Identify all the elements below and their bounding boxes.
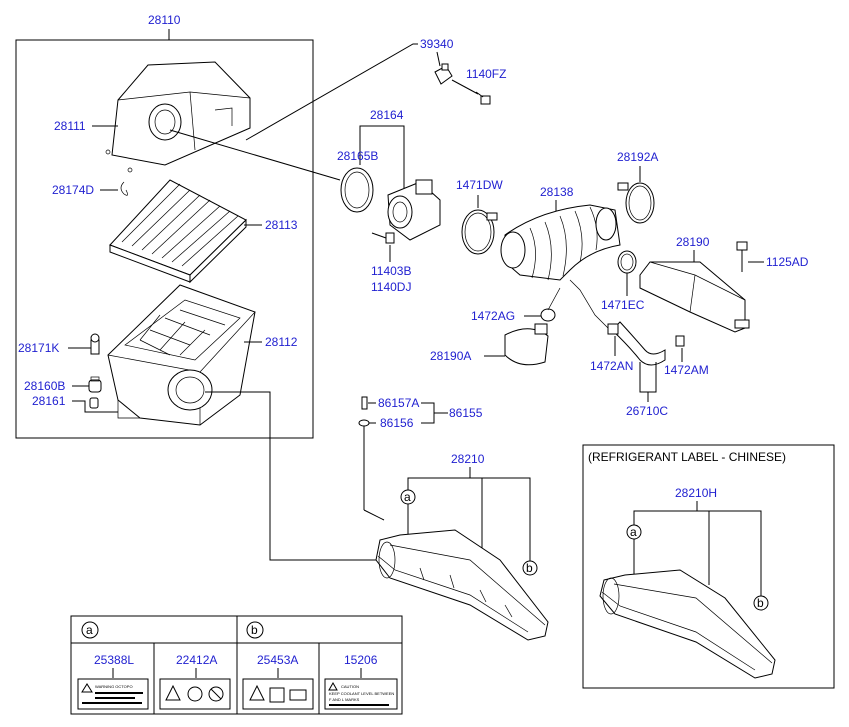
fastener-86157A[interactable] (361, 396, 368, 410)
table-callout-a: a (81, 621, 99, 639)
svg-text:KEEP COOLANT LEVEL BETWEEN: KEEP COOLANT LEVEL BETWEEN (329, 691, 394, 696)
part-label-1472AN[interactable]: 1472AN (590, 359, 633, 373)
hose-clamp-1471DW[interactable] (461, 209, 498, 255)
callout-b-duct: b (522, 560, 538, 576)
part-label-28190A[interactable]: 28190A (430, 349, 471, 363)
warning-label-25453A[interactable] (242, 678, 314, 710)
air-duct-28210[interactable] (375, 529, 549, 641)
svg-text:CAUTION: CAUTION (341, 684, 359, 689)
screw-11403B[interactable] (371, 232, 395, 244)
air-cleaner-assembly-group: 28110 28111 28174D (15, 13, 314, 439)
bolt-1140FZ[interactable] (475, 91, 491, 105)
callout-a-duct: a (400, 489, 416, 505)
part-label-28171K[interactable]: 28171K (18, 341, 59, 355)
bolt-1125AD[interactable] (736, 241, 748, 272)
refrigerant-box-title: (REFRIGERANT LABEL - CHINESE) (588, 450, 786, 464)
labels-table: a b 25388L WARNING OCTOPO 22412A 25453A (70, 615, 403, 715)
part-label-28160B[interactable]: 28160B (24, 379, 65, 393)
seal-ring-28165B[interactable] (340, 167, 374, 213)
part-label-86157A[interactable]: 86157A (378, 396, 419, 410)
part-label-28174D[interactable]: 28174D (52, 183, 94, 197)
grommet-28160B[interactable] (88, 376, 102, 393)
part-label-28164[interactable]: 28164 (370, 108, 404, 122)
air-cleaner-upper-cover[interactable] (105, 61, 251, 173)
air-duct-28210H[interactable] (599, 569, 776, 679)
callout-a-refrigerant: a (626, 524, 642, 540)
part-label-28112[interactable]: 28112 (265, 335, 298, 349)
svg-text:b: b (526, 561, 533, 575)
part-label-11403B[interactable]: 11403B (371, 264, 411, 278)
svg-text:a: a (404, 490, 411, 504)
part-label-28210[interactable]: 28210 (451, 452, 485, 466)
part-label-1125AD[interactable]: 1125AD (766, 255, 809, 269)
air-intake-hose[interactable] (500, 204, 621, 281)
part-label-28111[interactable]: 28111 (54, 119, 86, 133)
caution-label-15206[interactable]: CAUTION KEEP COOLANT LEVEL BETWEEN F AND… (324, 678, 398, 710)
air-filter-element[interactable] (109, 179, 247, 284)
part-label-1140DJ[interactable]: 1140DJ (371, 280, 411, 294)
bushing-28161[interactable] (89, 397, 99, 409)
callout-b-refrigerant: b (753, 595, 769, 611)
svg-text:b: b (757, 596, 764, 610)
part-label-1472AG[interactable]: 1472AG (471, 309, 515, 323)
svg-text:F AND L MARKS: F AND L MARKS (329, 697, 360, 702)
mass-air-flow-sensor[interactable] (387, 179, 441, 241)
part-label-28210H[interactable]: 28210H (675, 486, 717, 500)
resonator-28190[interactable] (639, 261, 750, 333)
clip-86156[interactable] (358, 419, 370, 427)
part-label-86156[interactable]: 86156 (380, 416, 414, 430)
part-label-28190[interactable]: 28190 (676, 235, 710, 249)
hose-clamp-1472AG[interactable] (540, 308, 556, 322)
air-cleaner-lower-case[interactable] (107, 284, 256, 426)
svg-text:a: a (630, 525, 637, 539)
warning-label-22412A[interactable] (159, 678, 231, 710)
resonator-28190A[interactable] (504, 323, 549, 366)
table-callout-b: b (246, 621, 264, 639)
part-label-39340[interactable]: 39340 (420, 37, 454, 51)
part-label-22412A[interactable]: 22412A (176, 653, 217, 667)
warning-label-25388L[interactable]: WARNING OCTOPO (77, 678, 149, 710)
refrigerant-label-box: (REFRIGERANT LABEL - CHINESE) 28210H a b (582, 444, 835, 689)
part-label-28138[interactable]: 28138 (540, 185, 574, 199)
part-label-1471EC[interactable]: 1471EC (601, 298, 645, 312)
svg-text:WARNING OCTOPO: WARNING OCTOPO (95, 684, 133, 689)
part-label-28113[interactable]: 28113 (265, 218, 298, 232)
part-label-28161[interactable]: 28161 (32, 394, 66, 408)
hose-clamp-1471EC[interactable] (617, 250, 637, 274)
part-label-28165B[interactable]: 28165B (337, 149, 378, 163)
hose-clamp-28192A[interactable] (617, 182, 655, 224)
sensor-39340[interactable] (434, 63, 453, 85)
part-label-26710C[interactable]: 26710C (626, 404, 668, 418)
sensor-28171K[interactable] (90, 333, 100, 355)
part-label-1472AM[interactable]: 1472AM (664, 363, 709, 377)
clip-28174D[interactable] (120, 181, 128, 196)
part-label-86155[interactable]: 86155 (449, 406, 483, 420)
part-label-1471DW[interactable]: 1471DW (456, 178, 503, 192)
part-label-28110[interactable]: 28110 (148, 13, 181, 27)
part-label-15206[interactable]: 15206 (344, 653, 378, 667)
svg-text:b: b (251, 623, 258, 637)
part-label-28192A[interactable]: 28192A (617, 150, 658, 164)
breather-hose-26710C[interactable] (607, 321, 685, 366)
part-label-25453A[interactable]: 25453A (257, 653, 298, 667)
part-label-1140FZ[interactable]: 1140FZ (466, 67, 506, 81)
part-label-25388L[interactable]: 25388L (94, 653, 134, 667)
svg-text:a: a (86, 623, 93, 637)
